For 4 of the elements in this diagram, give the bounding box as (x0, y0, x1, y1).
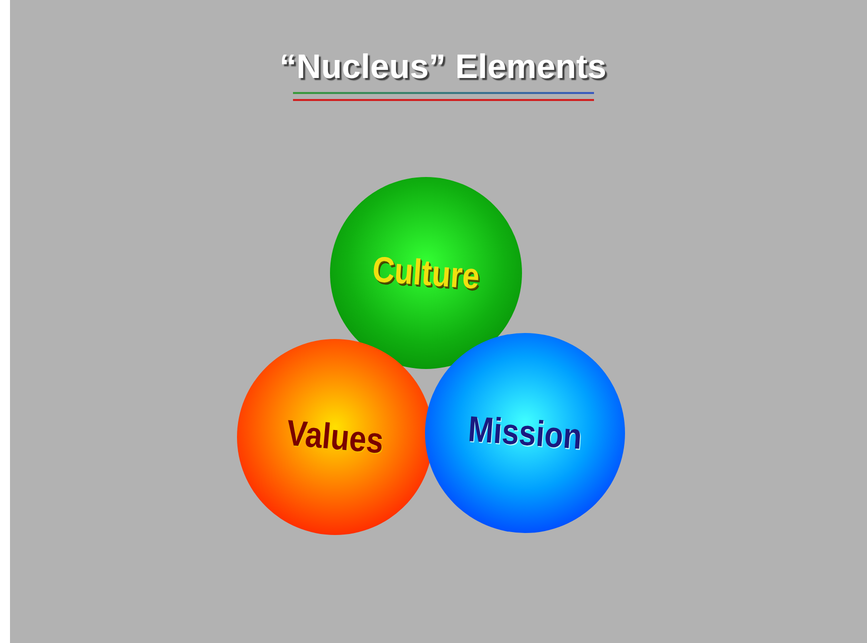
title: “Nucleus” Elements (278, 47, 608, 88)
circle-label: Values (284, 410, 386, 464)
circle-label: Mission (466, 407, 584, 459)
circle-label: Culture (370, 247, 482, 299)
